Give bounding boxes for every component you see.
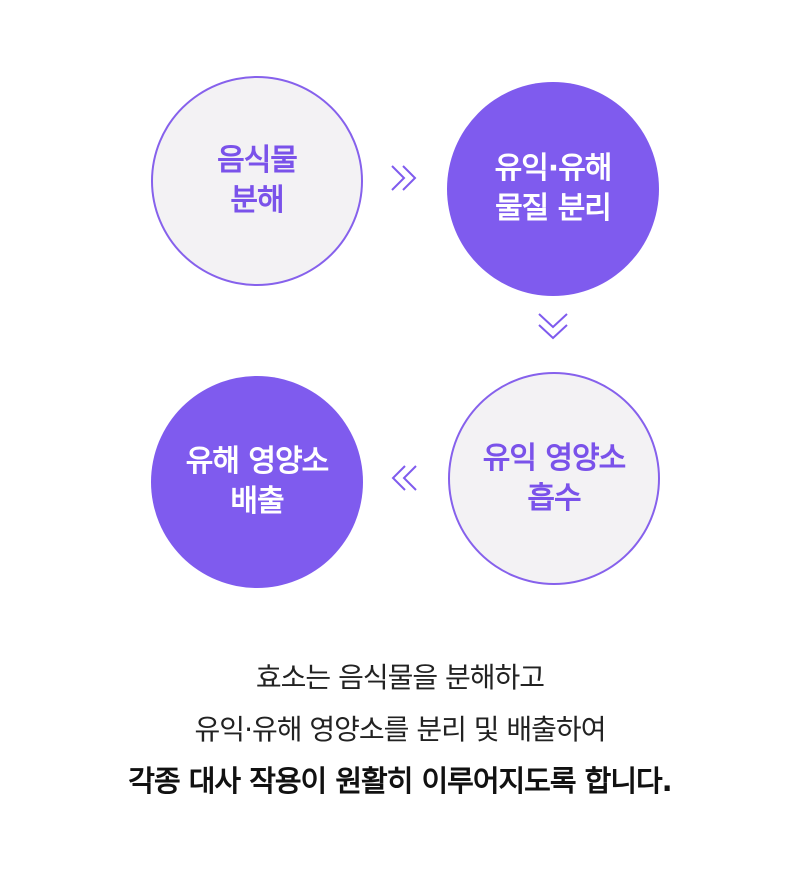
step-food-breakdown: 음식물 분해 bbox=[151, 76, 363, 286]
double-chevron-right-icon bbox=[391, 165, 417, 191]
step-harmful-excretion-line2: 배출 bbox=[230, 484, 284, 519]
step-harmful-excretion-line1: 유해 영양소 bbox=[185, 444, 329, 479]
step-beneficial-absorption-line2: 흡수 bbox=[527, 480, 581, 516]
step-food-breakdown-line2: 분해 bbox=[230, 183, 284, 218]
caption-line-3: 각종 대사 작용이 원활히 이루어지도록 합니다. bbox=[128, 764, 672, 798]
double-chevron-down-icon bbox=[538, 313, 568, 340]
step-substance-separation-line1: 유익·유해 bbox=[494, 151, 613, 186]
step-beneficial-absorption-line1: 유익 영양소 bbox=[482, 440, 626, 476]
caption-line-2: 유익·유해 영양소를 분리 및 배출하여 bbox=[194, 713, 607, 746]
step-beneficial-absorption: 유익 영양소 흡수 bbox=[448, 372, 660, 585]
caption-line-1: 효소는 음식물을 분해하고 bbox=[255, 661, 545, 694]
step-substance-separation: 유익·유해 물질 분리 bbox=[447, 82, 659, 296]
double-chevron-left-icon bbox=[391, 465, 417, 491]
step-substance-separation-line2: 물질 분리 bbox=[495, 191, 612, 226]
step-harmful-excretion: 유해 영양소 배출 bbox=[151, 376, 363, 588]
step-food-breakdown-line1: 음식물 bbox=[217, 143, 298, 178]
